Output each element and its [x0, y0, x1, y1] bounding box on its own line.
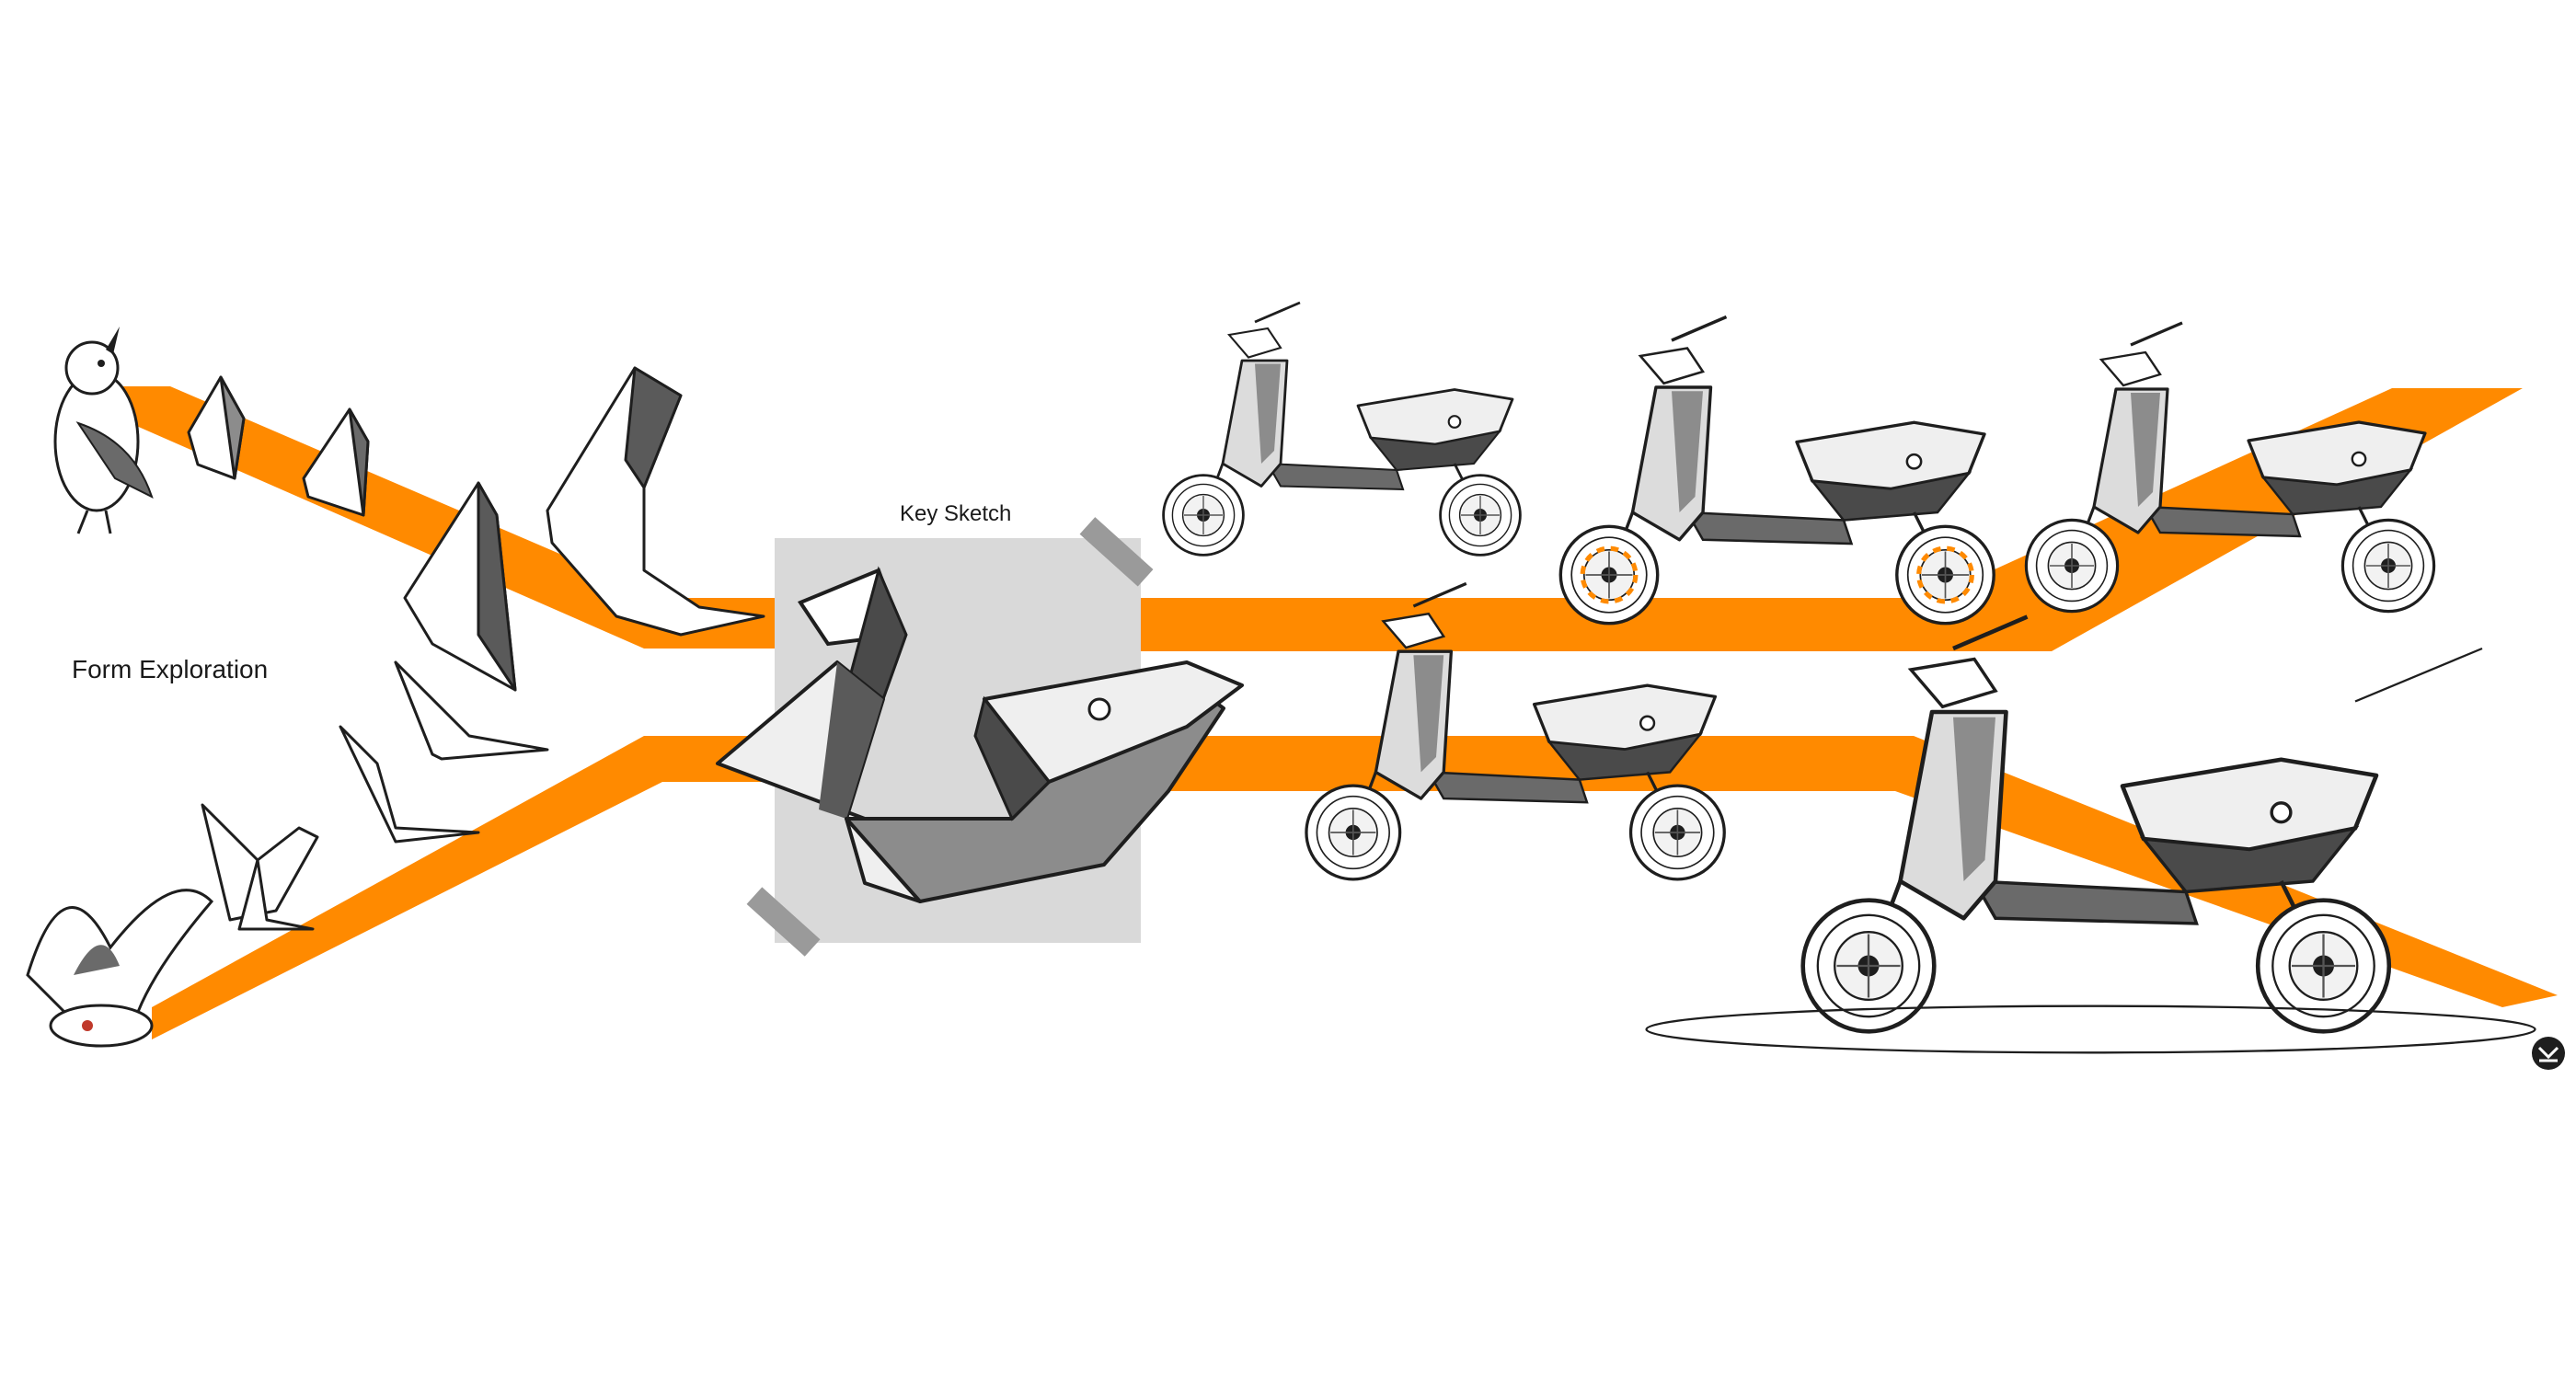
scooter-icon [1164, 303, 1521, 555]
flying-owl-icon [26, 889, 214, 1048]
scooter-icon [1645, 617, 2536, 1054]
key-sketch-label: Key Sketch [900, 501, 1012, 526]
form-exploration-shapes [187, 366, 765, 931]
form-exploration-label: Form Exploration [72, 655, 269, 683]
signature-mark-icon [2532, 1037, 2565, 1070]
owl-icon [53, 325, 154, 535]
tape-bottom-left [746, 887, 821, 957]
key-sketch-drawing [716, 566, 1244, 903]
lower-band-to-right [1132, 736, 2558, 1007]
scooter-icon [1560, 317, 1994, 624]
tape-top-right [1079, 517, 1154, 587]
